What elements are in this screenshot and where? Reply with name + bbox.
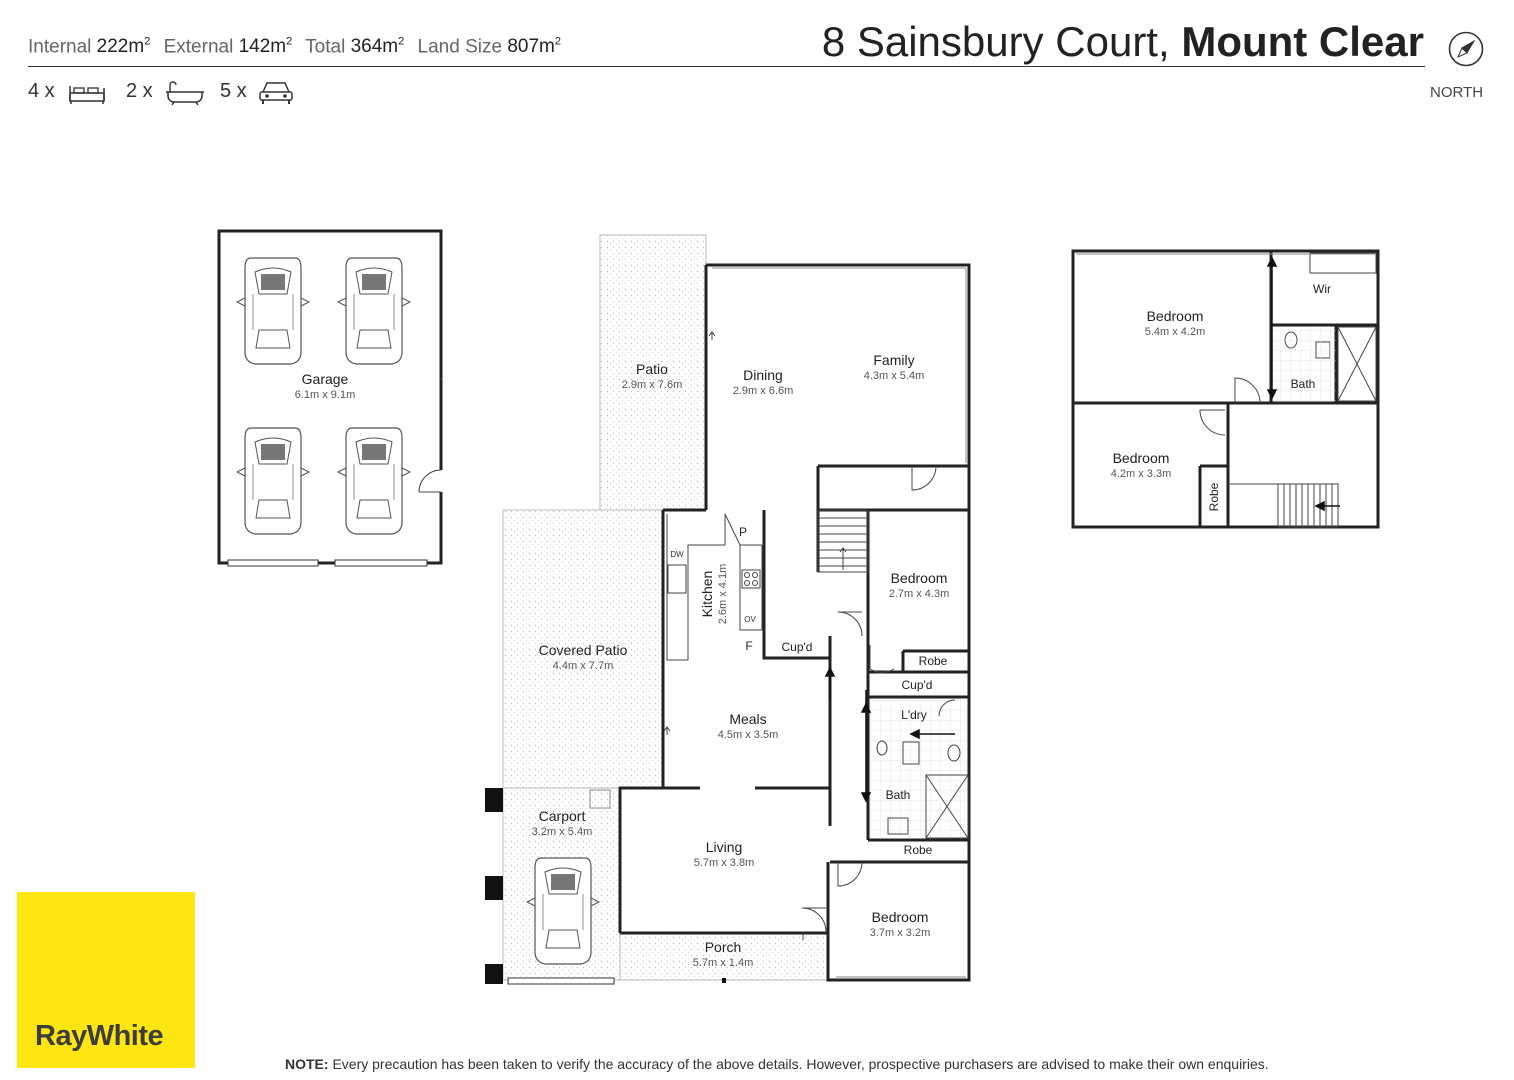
carport-post: [485, 788, 503, 812]
upper-bath-tiles: [1273, 327, 1336, 401]
bath-icon: [166, 81, 204, 106]
covered-patio-area: [502, 509, 664, 789]
garage-car-2: [337, 257, 411, 365]
garage-name: Garage: [302, 371, 349, 387]
external-label: External: [163, 36, 234, 58]
robe-label: Robe: [904, 843, 933, 857]
brand-name: RayWhite: [35, 1020, 164, 1052]
room-labels: Garage 6.1m x 9.1m Patio 2.9m x 7.6m Din…: [295, 282, 1331, 969]
bedroom-count: 4 x: [28, 80, 55, 102]
land-size-value: 807m2: [507, 36, 561, 58]
wet-area-tiles: [870, 699, 967, 839]
bath-fixtures: [876, 740, 969, 839]
dishwasher-label: DW: [670, 550, 684, 559]
bedroom-mid-name: Bedroom: [891, 570, 948, 586]
living-dims: 5.7m x 3.8m: [694, 857, 755, 869]
meals-dims: 4.5m x 3.5m: [718, 729, 779, 741]
kitchen-dims: 2.6m x 4.1m: [717, 564, 729, 625]
window-marks: [712, 267, 967, 978]
porch-dims: 5.7m x 1.4m: [693, 957, 754, 969]
internal-label: Internal: [28, 36, 92, 58]
family-name: Family: [873, 352, 914, 368]
patio-dims: 2.9m x 7.6m: [622, 379, 683, 391]
oven-label: OV: [744, 615, 756, 624]
external-value: 142m2: [238, 36, 293, 58]
robe-label: Robe: [1207, 482, 1221, 511]
bed-icon: [69, 86, 105, 104]
bedroom-mid-dims: 2.7m x 4.3m: [889, 588, 950, 600]
carport-car: [526, 857, 600, 965]
main-stairs: [817, 509, 869, 573]
robe-label: Robe: [919, 654, 948, 668]
bath-label: Bath: [886, 788, 911, 802]
total-label: Total: [305, 36, 346, 58]
cupboard-label: Cup'd: [902, 678, 933, 692]
property-stats: Internal 222m2 External 142m2 Total 364m…: [28, 36, 569, 58]
bedroom-front-name: Bedroom: [872, 909, 929, 925]
car-icon: [259, 82, 293, 104]
bedroom-upper2-dims: 4.2m x 3.3m: [1111, 468, 1172, 480]
bath-arrows: [824, 666, 955, 803]
patio-name: Patio: [636, 361, 668, 377]
car-space-count: 5 x: [220, 80, 247, 102]
main-house-walls: [618, 263, 971, 982]
bedroom-upper1-dims: 5.4m x 4.2m: [1145, 326, 1206, 338]
garage-dims: 6.1m x 9.1m: [295, 389, 356, 401]
dining-dims: 2.9m x 6.6m: [733, 385, 794, 397]
bedroom-upper1-name: Bedroom: [1147, 308, 1204, 324]
carport-post: [485, 964, 503, 984]
internal-value: 222m2: [96, 36, 151, 58]
garage-car-4: [337, 427, 411, 535]
land-size-label: Land Size: [417, 36, 503, 58]
address-street: 8 Sainsbury Court,: [821, 18, 1170, 65]
covered-patio-dims: 4.4m x 7.7m: [553, 660, 614, 672]
bedroom-front-dims: 3.7m x 3.2m: [870, 927, 931, 939]
raywhite-logo: RayWhite: [17, 892, 195, 1068]
property-address: 8 Sainsbury Court, Mount Clear: [822, 18, 1424, 66]
address-suburb: Mount Clear: [1181, 18, 1424, 65]
upper-floor-walls: [1071, 249, 1380, 529]
bedroom-upper2-name: Bedroom: [1113, 450, 1170, 466]
carport-post: [485, 876, 503, 900]
bath-label: Bath: [1291, 377, 1316, 391]
dining-name: Dining: [743, 367, 783, 383]
living-name: Living: [706, 839, 743, 855]
north-label: NORTH: [1430, 84, 1484, 101]
door-swings: [663, 331, 956, 940]
porch-name: Porch: [705, 939, 742, 955]
note-prefix: NOTE:: [285, 1056, 329, 1072]
walk-in-robe-label: Wir: [1313, 282, 1331, 296]
kitchen-benches: [666, 513, 764, 661]
total-value: 364m2: [350, 36, 405, 58]
compass-icon: [1448, 31, 1484, 67]
carport-dims: 3.2m x 5.4m: [532, 826, 593, 838]
disclaimer-note: NOTE: Every precaution has been taken to…: [285, 1056, 1269, 1072]
cupboard-label: Cup'd: [782, 640, 813, 654]
kitchen-name: Kitchen: [699, 571, 715, 618]
bathroom-count: 2 x: [126, 80, 153, 102]
garage-car-3: [236, 427, 310, 535]
garage-car-1: [236, 257, 310, 365]
covered-patio-name: Covered Patio: [539, 642, 628, 658]
pantry-label: P: [739, 525, 747, 539]
upper-arrows: [1266, 256, 1340, 512]
fridge-label: F: [745, 639, 752, 653]
carport-name: Carport: [539, 808, 586, 824]
note-text: Every precaution has been taken to verif…: [328, 1056, 1269, 1072]
patio-area: [599, 234, 707, 511]
laundry-label: L'dry: [901, 708, 927, 722]
meals-name: Meals: [729, 711, 766, 727]
family-dims: 4.3m x 5.4m: [864, 370, 925, 382]
header-divider: [28, 66, 1425, 67]
